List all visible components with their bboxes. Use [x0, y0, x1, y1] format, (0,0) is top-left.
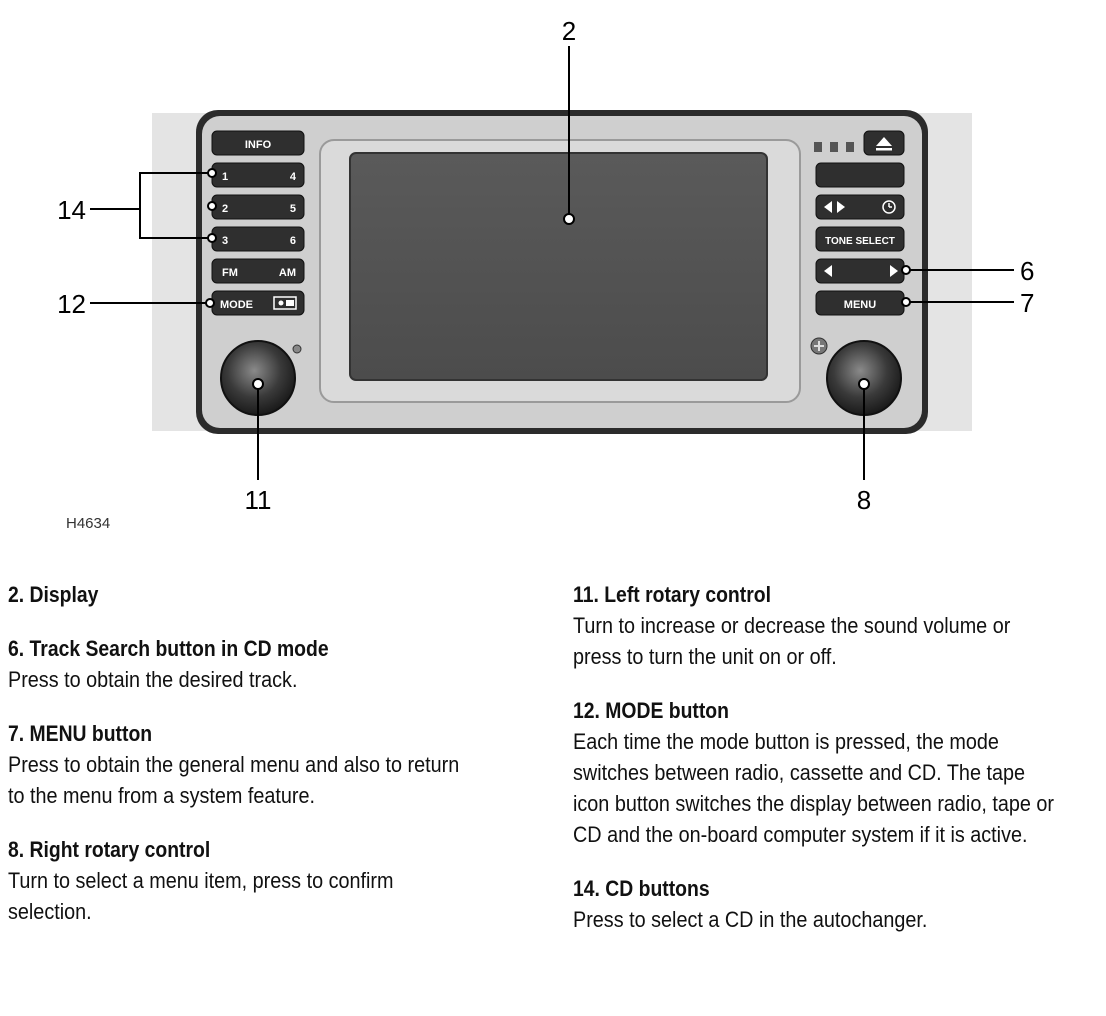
preset-1-label: 1 — [222, 171, 228, 183]
desc-item-track-search: 6. Track Search button in CD mode Press … — [8, 634, 528, 695]
desc-item-mode-button: 12. MODE button Each time the mode butto… — [573, 696, 1106, 850]
mode-button[interactable]: MODE — [211, 290, 305, 316]
fm-am-button[interactable]: FM AM — [211, 258, 305, 284]
radio-unit-diagram: INFO 1 4 2 5 3 6 FM AM MODE — [57, 16, 1034, 532]
tone-select-button[interactable]: TONE SELECT — [815, 226, 905, 252]
callout-6: 6 — [1020, 256, 1034, 286]
callout-11: 11 — [245, 485, 272, 515]
preset-2-label: 2 — [222, 203, 228, 215]
desc-title: 2. Display — [8, 582, 99, 607]
desc-body: Press to obtain the general menu and als… — [8, 752, 460, 808]
desc-title: 11. Left rotary control — [573, 582, 771, 607]
blank-button[interactable] — [815, 162, 905, 188]
display-screen — [349, 152, 768, 381]
preset-3-label: 3 — [222, 235, 228, 247]
desc-title: 6. Track Search button in CD mode — [8, 636, 329, 661]
callout-12: 12 — [57, 289, 86, 319]
callout-14: 14 — [57, 195, 86, 225]
eject-button[interactable] — [863, 130, 905, 156]
desc-body: Turn to select a menu item, press to con… — [8, 868, 394, 924]
preset-4-label: 4 — [290, 171, 297, 183]
tone-select-label: TONE SELECT — [825, 236, 895, 247]
plus-icon — [810, 337, 828, 355]
desc-body: Press to select a CD in the autochanger. — [573, 907, 928, 932]
led-indicator — [292, 344, 302, 354]
right-button-column: TONE SELECT MENU — [814, 130, 905, 316]
preset-1-4-button[interactable]: 1 4 — [211, 162, 305, 188]
arrow-right-icon — [890, 265, 898, 277]
desc-item-display: 2. Display — [8, 580, 528, 610]
desc-title: 8. Right rotary control — [8, 837, 211, 862]
desc-item-menu-button: 7. MENU button Press to obtain the gener… — [8, 719, 528, 811]
tape-icon — [273, 296, 297, 310]
callout-8: 8 — [857, 485, 871, 515]
descriptions-left-column: 2. Display 6. Track Search button in CD … — [8, 580, 528, 951]
fm-label: FM — [222, 267, 238, 279]
desc-body: Press to obtain the desired track. — [8, 667, 298, 692]
preset-3-6-button[interactable]: 3 6 — [211, 226, 305, 252]
preset-5-label: 5 — [290, 203, 296, 215]
clock-icon — [882, 200, 896, 214]
descriptions-right-column: 11. Left rotary control Turn to increase… — [573, 580, 1106, 959]
mode-label: MODE — [220, 299, 253, 311]
track-search-button[interactable] — [815, 258, 905, 284]
preset-2-5-button[interactable]: 2 5 — [211, 194, 305, 220]
callout-2: 2 — [562, 16, 576, 46]
desc-body: Turn to increase or decrease the sound v… — [573, 613, 1011, 669]
callout-7: 7 — [1020, 288, 1034, 318]
left-button-column: INFO 1 4 2 5 3 6 FM AM MODE — [211, 130, 305, 316]
preset-6-label: 6 — [290, 235, 296, 247]
figure-code: H4634 — [66, 515, 110, 532]
am-label: AM — [279, 267, 296, 279]
desc-title: 12. MODE button — [573, 698, 729, 723]
menu-button[interactable]: MENU — [815, 290, 905, 316]
leader-dots — [205, 168, 911, 390]
info-button-label: INFO — [245, 139, 272, 151]
left-right-arrows-icon — [824, 201, 845, 213]
desc-title: 14. CD buttons — [573, 876, 710, 901]
leader-lines — [90, 46, 1014, 480]
desc-body: Each time the mode button is pressed, th… — [573, 729, 1054, 847]
menu-label: MENU — [844, 299, 876, 311]
desc-item-cd-buttons: 14. CD buttons Press to select a CD in t… — [573, 874, 1106, 935]
desc-item-right-rotary: 8. Right rotary control Turn to select a… — [8, 835, 528, 927]
indicator-leds — [814, 142, 854, 152]
info-button[interactable]: INFO — [211, 130, 305, 156]
eject-icon — [876, 137, 892, 151]
arrow-left-icon — [824, 265, 832, 277]
desc-item-left-rotary: 11. Left rotary control Turn to increase… — [573, 580, 1106, 672]
desc-title: 7. MENU button — [8, 721, 153, 746]
balance-clock-button[interactable] — [815, 194, 905, 220]
